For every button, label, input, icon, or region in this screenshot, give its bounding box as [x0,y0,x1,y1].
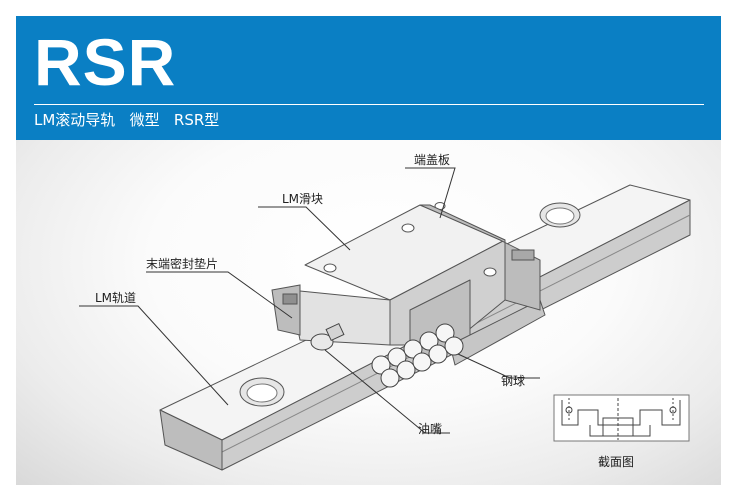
end-seal [271,284,301,336]
steel-balls [371,323,464,388]
leader-lines [79,167,540,434]
label-steel-ball: 钢球 [501,374,525,388]
title-banner: RSR LM滚动导轨 微型 RSR型 [16,16,721,140]
cross-section-inset: 截面图 [553,394,690,469]
label-end-seal: 末端密封垫片 [146,256,218,271]
label-cross-section: 截面图 [598,455,634,469]
title-divider [34,104,704,105]
label-lm-rail: LM轨道 [95,291,136,305]
label-grease-nipple: 油嘴 [418,422,442,436]
grease-nipple [310,322,345,351]
label-lm-block: LM滑块 [282,192,323,206]
label-end-plate: 端盖板 [414,153,450,167]
product-title: RSR [34,25,177,99]
product-subtitle: LM滚动导轨 微型 RSR型 [34,111,220,129]
